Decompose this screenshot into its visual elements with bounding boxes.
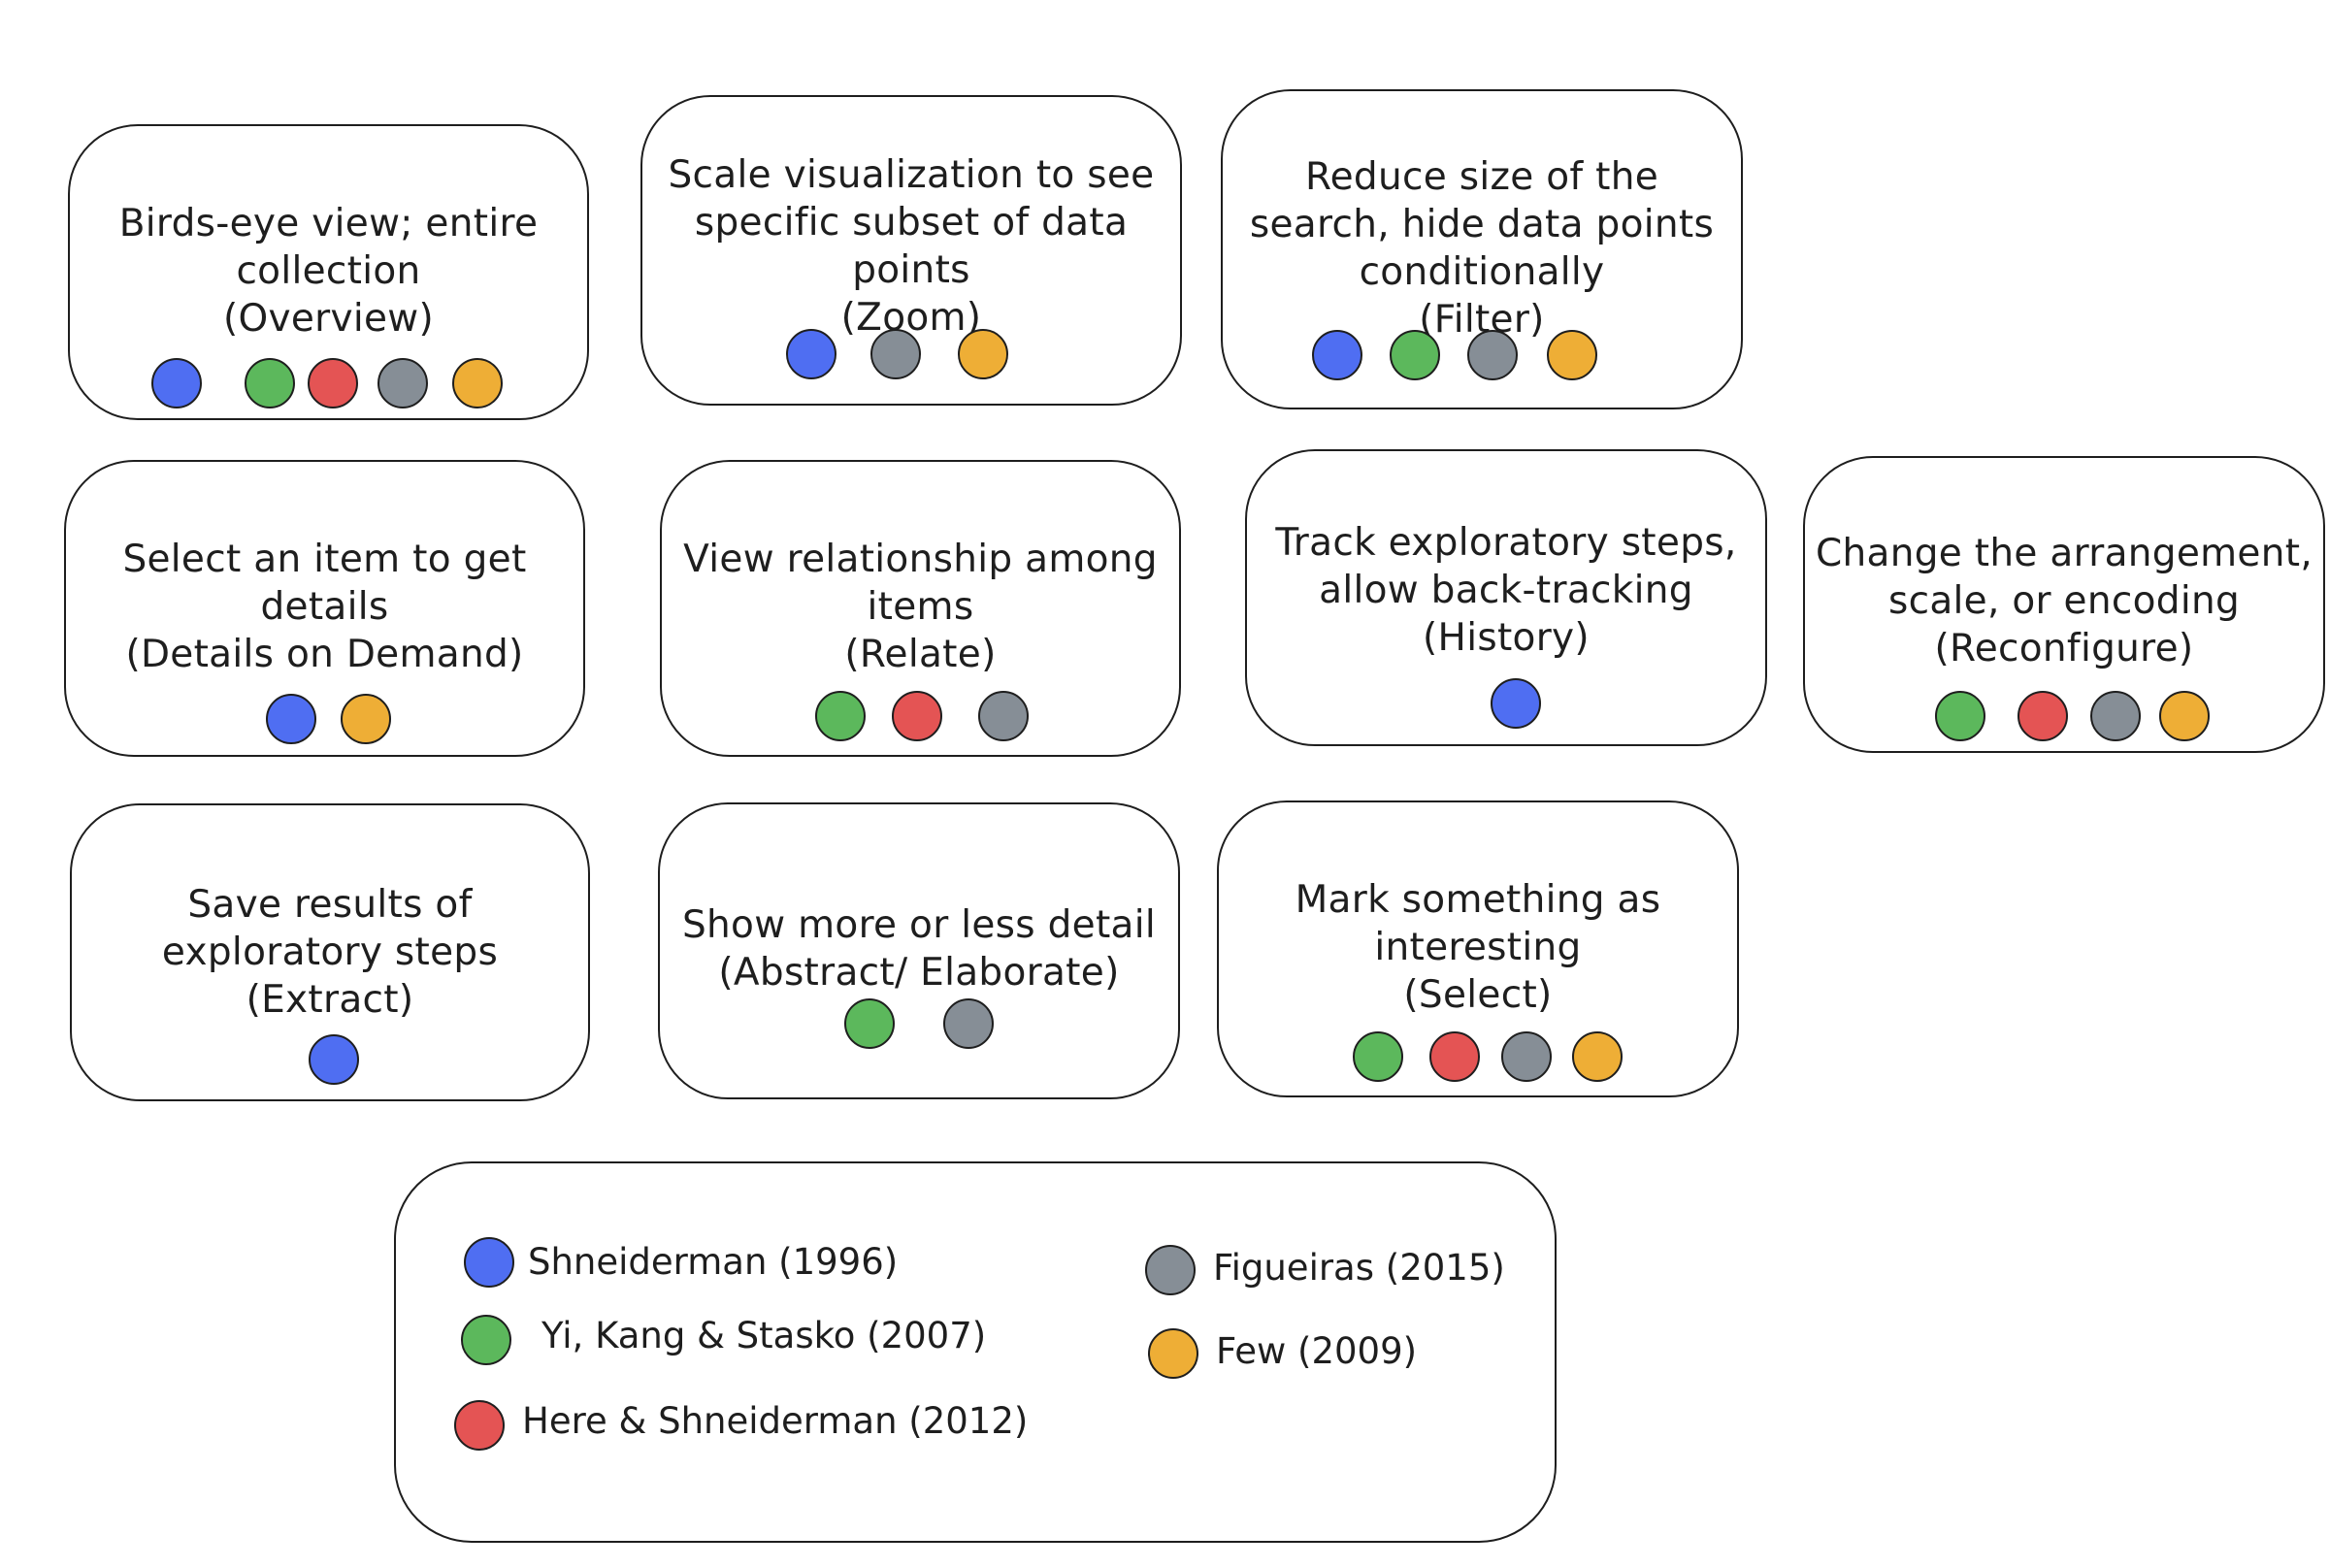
card-text-line: Save results of	[187, 883, 473, 927]
source-dot-few	[958, 329, 1008, 379]
card-text-line: interesting	[1374, 926, 1582, 969]
source-dot-shneiderman	[266, 694, 316, 744]
card-text-line: allow back-tracking	[1319, 569, 1693, 612]
legend-swatch-heer-shneiderman	[454, 1400, 505, 1451]
card-text-line: (Zoom)	[840, 296, 982, 340]
source-dot-shneiderman	[309, 1034, 359, 1085]
card-text-line: collection	[236, 249, 421, 293]
source-dot-figueiras	[943, 998, 994, 1049]
card-text-line: scale, or encoding	[1887, 579, 2241, 623]
source-dot-heer-shneiderman	[2017, 691, 2068, 741]
source-dot-figueiras	[2090, 691, 2141, 741]
card-text-line: Scale visualization to see	[668, 153, 1155, 197]
card-text-line: (Reconfigure)	[1934, 627, 2194, 670]
source-dot-shneiderman	[1491, 678, 1541, 729]
card-text-line: (Abstract/ Elaborate)	[718, 951, 1120, 995]
source-dot-shneiderman	[151, 358, 202, 408]
card-text-line: Reduce size of the	[1304, 155, 1659, 199]
legend-swatch-figueiras	[1145, 1245, 1196, 1295]
card-text-line: (Select)	[1403, 973, 1553, 1017]
card-text: Change the arrangement,scale, or encodin…	[1815, 530, 2313, 672]
card-text-line: View relationship among	[683, 538, 1158, 581]
source-dot-yi-kang-stasko	[1353, 1031, 1403, 1082]
source-dot-few	[1547, 330, 1597, 380]
card-text-line: search, hide data points	[1249, 203, 1715, 246]
legend-label-heer-shneiderman: Here & Shneiderman (2012)	[522, 1400, 1029, 1442]
card-text-line: Track exploratory steps,	[1275, 521, 1737, 565]
card-text: Show more or less detail(Abstract/ Elabo…	[670, 901, 1168, 996]
source-dot-heer-shneiderman	[308, 358, 358, 408]
card-text-line: items	[867, 585, 974, 629]
card-text-line: conditionally	[1359, 250, 1605, 294]
legend-label-figueiras: Figueiras (2015)	[1213, 1247, 1505, 1289]
legend-swatch-few	[1148, 1328, 1198, 1379]
card-history: Track exploratory steps,allow back-track…	[1245, 449, 1767, 746]
card-text-line: (Details on Demand)	[125, 633, 524, 676]
source-dot-few	[341, 694, 391, 744]
source-dot-few	[452, 358, 503, 408]
legend-swatch-shneiderman	[464, 1237, 514, 1288]
source-dot-yi-kang-stasko	[844, 998, 895, 1049]
source-dot-few	[2159, 691, 2210, 741]
card-text-line: (Overview)	[222, 297, 435, 341]
legend-label-yi-kang-stasko: Yi, Kang & Stasko (2007)	[541, 1315, 987, 1356]
source-dot-yi-kang-stasko	[1935, 691, 1985, 741]
source-dot-figueiras	[377, 358, 428, 408]
legend-label-few: Few (2009)	[1216, 1330, 1418, 1372]
card-text-line: Birds-eye view; entire	[118, 202, 539, 245]
card-text-line: (History)	[1423, 616, 1590, 660]
legend-label-shneiderman: Shneiderman (1996)	[528, 1241, 899, 1283]
source-dot-shneiderman	[786, 329, 836, 379]
source-dot-heer-shneiderman	[1429, 1031, 1480, 1082]
card-text: Track exploratory steps,allow back-track…	[1257, 519, 1755, 662]
card-reconfigure: Change the arrangement,scale, or encodin…	[1803, 456, 2325, 753]
card-text-line: Mark something as	[1295, 878, 1661, 922]
card-text-line: (Extract)	[246, 978, 414, 1022]
source-dot-heer-shneiderman	[892, 691, 942, 741]
source-dot-figueiras	[978, 691, 1029, 741]
source-dot-figueiras	[1467, 330, 1518, 380]
source-dot-shneiderman	[1312, 330, 1362, 380]
source-dot-yi-kang-stasko	[815, 691, 866, 741]
legend-swatch-yi-kang-stasko	[461, 1315, 511, 1365]
card-text-line: Change the arrangement,	[1815, 532, 2313, 575]
source-dot-figueiras	[870, 329, 921, 379]
source-dot-few	[1572, 1031, 1623, 1082]
card-text-line: points	[852, 248, 970, 292]
card-text-line: (Relate)	[844, 633, 997, 676]
card-text-line: specific subset of data	[694, 201, 1129, 245]
source-dot-yi-kang-stasko	[245, 358, 295, 408]
card-text-line: details	[260, 585, 389, 629]
card-text-line: Select an item to get	[122, 538, 527, 581]
source-dot-yi-kang-stasko	[1390, 330, 1440, 380]
source-dot-figueiras	[1501, 1031, 1552, 1082]
card-abstract-elaborate: Show more or less detail(Abstract/ Elabo…	[658, 802, 1180, 1099]
card-text-line: exploratory steps	[161, 931, 499, 974]
card-text-line: Show more or less detail	[681, 903, 1156, 947]
legend-box: Shneiderman (1996) Yi, Kang & Stasko (20…	[394, 1161, 1557, 1543]
